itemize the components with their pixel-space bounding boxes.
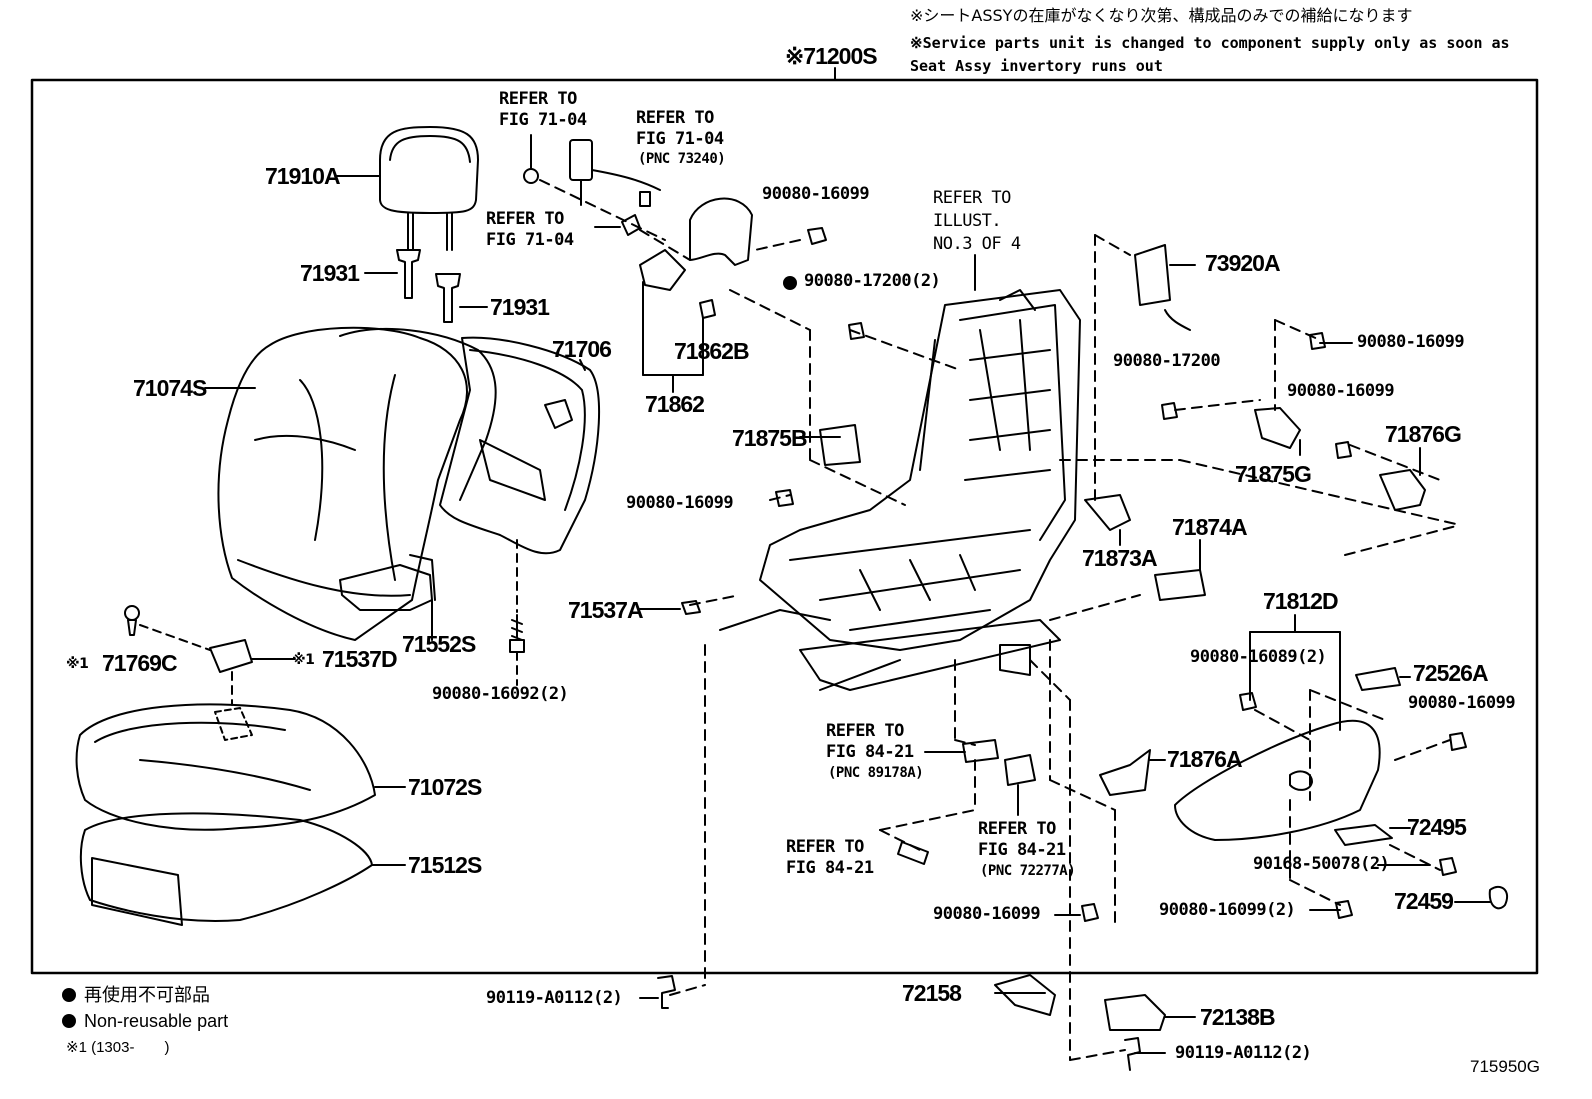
assembly-label: ※71200S: [785, 43, 878, 69]
part-72526A: 72526A: [1413, 660, 1489, 686]
part-90080-16099-2: 90080-16099(2): [1159, 900, 1296, 920]
legend-bullet-jp: [62, 988, 76, 1002]
headrest-drawing: [334, 126, 479, 251]
legend-en-row: Non-reusable part: [62, 1012, 228, 1030]
ref7-line3: (PNC 72277A): [980, 863, 1076, 879]
ref5-line2: FIG 84-21: [826, 742, 914, 762]
part-90080-16089: 90080-16089(2): [1190, 647, 1327, 667]
part-71875G: 71875G: [1235, 461, 1312, 487]
seatback-board-drawing: [439, 336, 601, 555]
leader-lines: [539, 179, 1461, 1061]
solid-leaders: [594, 226, 1491, 1054]
legend-footnote: ※1 (1303- ): [66, 1039, 170, 1056]
shoulder-shield-drawing: [639, 197, 753, 393]
part-71812D: 71812D: [1263, 588, 1339, 614]
part-71873A: 71873A: [1082, 545, 1158, 571]
part-90080-17200-2: 90080-17200(2): [804, 271, 941, 291]
ref6-line2: FIG 84-21: [786, 858, 874, 878]
seatback-bracket-drawing: [339, 554, 436, 641]
note-en-line2: Seat Assy invertory runs out: [910, 57, 1163, 75]
ref3-line2: FIG 71-04: [486, 230, 574, 250]
fasteners: [657, 227, 1467, 1071]
ref4-line3: NO.3 OF 4: [933, 234, 1021, 254]
part-90080-16099-bottom: 90080-16099: [933, 904, 1041, 924]
seat-cushion-cover-drawing: [75, 703, 406, 831]
part-71862B: 71862B: [674, 338, 750, 364]
part-90080-16099-right-top: 90080-16099: [1357, 332, 1465, 352]
note-jp: ※シートASSYの在庫がなくなり次第、構成品のみでの補給になります: [910, 6, 1413, 25]
part-71537A: 71537A: [568, 597, 644, 623]
part-71931-upper: 71931: [300, 260, 360, 286]
ref5-line3: (PNC 89178A): [828, 765, 924, 781]
part-72158: 72158: [902, 980, 962, 1006]
headrest-support-drawing: [364, 249, 488, 323]
part-71874A: 71874A: [1172, 514, 1248, 540]
part-90080-16099-right-mid: 90080-16099: [1287, 381, 1395, 401]
part-71072S: 71072S: [408, 774, 482, 800]
part-90119-A0112-right: 90119-A0112(2): [1175, 1043, 1312, 1063]
part-71552S: 71552S: [402, 631, 476, 657]
seat-frame-drawing: [719, 289, 1081, 691]
part-90080-16099-left: 90080-16099: [626, 493, 734, 513]
ref1-line2: FIG 71-04: [499, 110, 587, 130]
part-72138B: 72138B: [1200, 1004, 1276, 1030]
ref3-line1: REFER TO: [486, 209, 564, 229]
part-71769C: 71769C: [102, 650, 178, 676]
part-72459: 72459: [1394, 888, 1454, 914]
ref2-line1: REFER TO: [636, 108, 714, 128]
ref7-line1: REFER TO: [978, 819, 1056, 839]
ref4-line1: REFER TO: [933, 188, 1011, 208]
seatback-cover-drawing: [204, 326, 497, 641]
part-90080-16092: 90080-16092(2): [432, 684, 569, 704]
ref7-line2: FIG 84-21: [978, 840, 1066, 860]
part-72495: 72495: [1407, 814, 1467, 840]
part-71876A: 71876A: [1167, 746, 1243, 772]
mark-71769C: ※1: [66, 656, 89, 672]
legend-bullet-en: [62, 1014, 76, 1028]
figure-code: 715950G: [1470, 1057, 1540, 1076]
buckle-harness-drawing: [523, 134, 661, 236]
legend-en: Non-reusable part: [84, 1011, 229, 1031]
note-en-line1: ※Service parts unit is changed to compon…: [910, 34, 1510, 52]
ref4-line2: ILLUST.: [933, 211, 1002, 231]
part-71931-lower: 71931: [490, 294, 550, 320]
mark-71537D: ※1: [292, 652, 315, 668]
side-trim-drawing: [799, 244, 1509, 1031]
assembly-frame: [30, 78, 1539, 975]
seat-cushion-pad-drawing: [79, 812, 406, 926]
ref1-line1: REFER TO: [499, 89, 577, 109]
part-71862: 71862: [645, 391, 705, 417]
part-73920A: 73920A: [1205, 250, 1281, 276]
part-71876G: 71876G: [1385, 421, 1462, 447]
part-90080-16099-top: 90080-16099: [762, 184, 870, 204]
non-reusable-marker: [783, 276, 797, 290]
ref2-line2: FIG 71-04: [636, 129, 724, 149]
part-90080-17200: 90080-17200: [1113, 351, 1221, 371]
part-90119-A0112-left: 90119-A0112(2): [486, 988, 623, 1008]
part-71910A: 71910A: [265, 163, 341, 189]
legend-jp-row: 再使用不可部品: [62, 986, 210, 1004]
legend-jp: 再使用不可部品: [84, 985, 210, 1005]
screw-90080-16092-drawing: [509, 539, 525, 686]
clip-and-pad-drawing: [124, 605, 296, 706]
part-71537D: 71537D: [322, 646, 398, 672]
ref2-line3: (PNC 73240): [638, 151, 726, 167]
part-71875B: 71875B: [732, 425, 808, 451]
ref6-line1: REFER TO: [786, 837, 864, 857]
part-71512S: 71512S: [408, 852, 482, 878]
part-71706: 71706: [552, 336, 612, 362]
part-90080-16099-right-lower: 90080-16099: [1408, 693, 1516, 713]
ref5-line1: REFER TO: [826, 721, 904, 741]
part-90168-50078: 90168-50078(2): [1253, 854, 1390, 874]
part-71074S: 71074S: [133, 375, 207, 401]
